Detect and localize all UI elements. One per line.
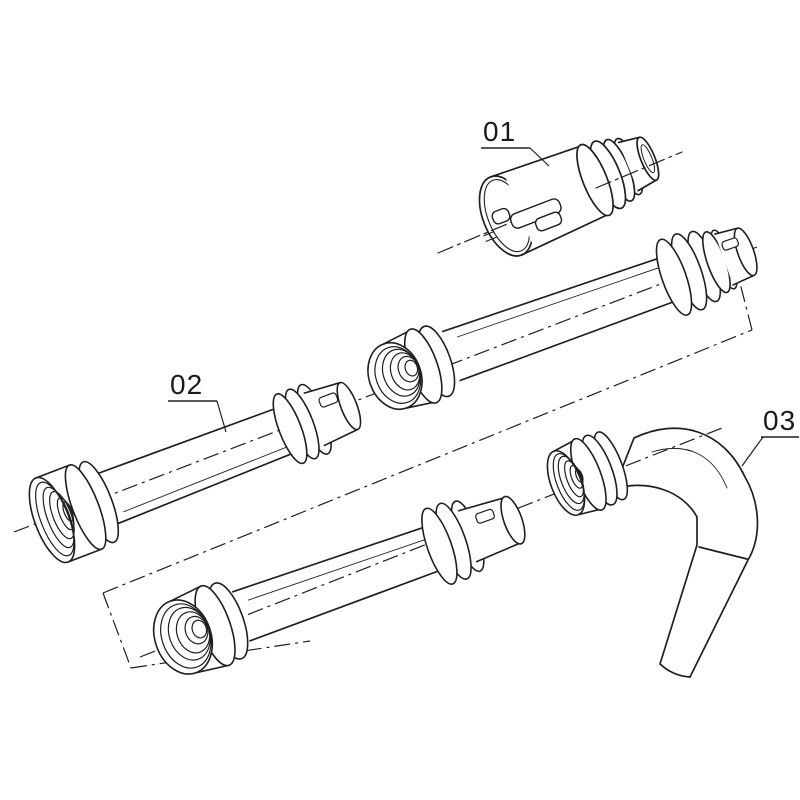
tube-a-body-edges: [95, 407, 295, 526]
adapter-tip-fill: [618, 137, 657, 191]
handle-socket-ring: [569, 464, 584, 489]
tube-b-key-tab: [721, 237, 739, 251]
handle-socket-ring: [552, 452, 585, 511]
tube-c-neck-edges: [169, 585, 230, 674]
tube-a-neck-edges: [35, 464, 103, 563]
adapter-tip-end: [636, 136, 660, 182]
tube-c-socket-ring: [175, 611, 211, 654]
tube-b-tip-end: [733, 227, 758, 277]
tube-c-key-tab: [475, 508, 495, 524]
part-label-01: 01: [483, 116, 516, 147]
tube-c-body-fill: [232, 526, 442, 641]
handle-body: [612, 427, 759, 678]
tube-c-tip-edges: [457, 496, 522, 563]
tube-a-socket-ring: [49, 490, 75, 540]
tube-a-body-highlight: [123, 445, 290, 513]
tube-a-collar-rib: [64, 464, 107, 551]
tube-c-body-highlight: [247, 538, 427, 601]
boundary-tick-left: [102, 592, 132, 669]
lower-assembly-bodies: [231, 427, 759, 678]
callout-02-leader: [216, 400, 227, 433]
tube-b-rib: [655, 238, 693, 316]
adapter-tip-edges: [617, 136, 658, 192]
tube-b-body-highlight: [457, 266, 661, 338]
handle-highlight-arc: [651, 448, 728, 489]
callout-01-leader: [529, 147, 550, 167]
tube-c-socket-outer: [152, 599, 214, 675]
part-01-adapter: [437, 136, 683, 257]
adapter-rim-tick: [483, 231, 497, 242]
tube-a-socket-ring: [42, 486, 75, 549]
handle-joint-line: [698, 546, 748, 560]
tube-a-key-tab: [318, 392, 339, 408]
tube-a-body-fill: [96, 408, 294, 525]
tube-a-rib: [272, 393, 308, 465]
tube-b-socket-ring: [397, 355, 420, 383]
part-02-tube-ends: [28, 227, 758, 564]
part-label-03: 03: [763, 405, 796, 436]
adapter-latch-tab: [534, 211, 563, 232]
adapter-body-bottom-edge: [520, 214, 607, 256]
tube-c-rib: [421, 507, 458, 585]
handle-socket-ring: [574, 468, 584, 483]
callouts: 01 02 03: [168, 116, 799, 467]
adapter-rim-notch: [491, 207, 511, 225]
part-label-02: 02: [170, 369, 203, 400]
tube-b-rib: [670, 233, 708, 311]
handle-socket-ring: [564, 460, 585, 498]
callout-02: 02: [168, 369, 227, 433]
tube-b-tip-edges: [714, 227, 755, 286]
tube-b-body-edges: [442, 256, 677, 382]
callout-03-leader: [741, 436, 764, 467]
tube-c-tip-end: [500, 495, 526, 545]
tube-a-socket-ring: [56, 497, 75, 531]
tube-b-socket-outer: [367, 341, 423, 411]
tube-c-socket-ring: [184, 615, 209, 645]
lower-assembly-ends: [152, 431, 629, 675]
tube-c-socket-ring: [191, 619, 208, 639]
callout-03: 03: [741, 405, 799, 467]
callout-01: 01: [481, 116, 550, 167]
tube-a-socket-ring: [62, 501, 74, 522]
tube-a-socket-ring: [35, 481, 75, 557]
boundary-line-main: [102, 329, 753, 594]
part-02-tube-bodies: [95, 256, 677, 526]
adapter-center-line-rear: [595, 151, 683, 189]
tube-b-body-fill: [442, 257, 677, 381]
adapter-thread-rib: [576, 143, 614, 217]
tube-a-tip-end: [336, 381, 362, 431]
adapter-tip-end-detail: [640, 144, 656, 174]
tube-b-socket-ring: [404, 359, 419, 377]
tube-a-tip-edges: [303, 381, 359, 447]
tube-c-body-edges: [231, 525, 443, 642]
adapter-body-top-edge: [489, 146, 579, 178]
adapter-center-line-front: [437, 221, 513, 254]
